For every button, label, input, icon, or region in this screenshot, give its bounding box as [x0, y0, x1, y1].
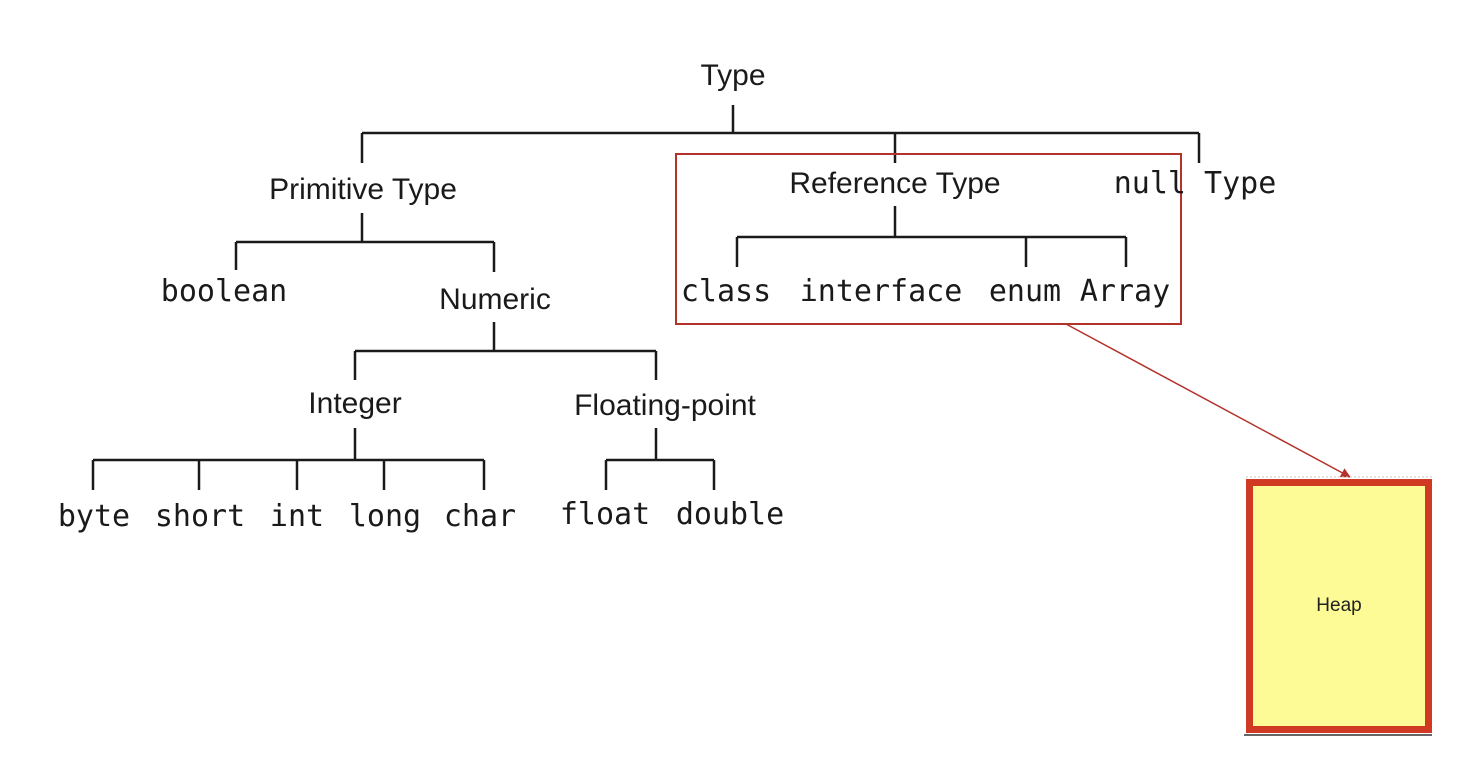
- node-numeric: Numeric: [439, 283, 551, 316]
- node-byte: byte: [57, 499, 131, 534]
- node-enum: enum: [988, 274, 1062, 309]
- node-double: double: [675, 497, 785, 532]
- node-char: char: [443, 499, 517, 534]
- node-null-type: null Type: [1113, 166, 1277, 201]
- node-integer: Integer: [308, 387, 402, 420]
- node-class: class: [680, 274, 772, 309]
- node-interface: interface: [799, 274, 963, 309]
- heap-pointer-arrow: [1065, 323, 1351, 478]
- heap-label: Heap: [1316, 595, 1362, 616]
- node-float: float: [559, 497, 651, 532]
- node-short: short: [154, 499, 246, 534]
- node-array: Array: [1079, 274, 1171, 309]
- node-int: int: [269, 499, 325, 534]
- node-boolean: boolean: [160, 274, 288, 309]
- node-reference-type: Reference Type: [789, 167, 1001, 200]
- node-long: long: [348, 499, 422, 534]
- node-primitive-type: Primitive Type: [269, 173, 457, 206]
- reference-type-highlight-box: [675, 153, 1182, 325]
- node-floating-point: Floating-point: [574, 389, 756, 422]
- node-type: Type: [700, 59, 766, 92]
- heap-box: Heap: [1246, 479, 1432, 733]
